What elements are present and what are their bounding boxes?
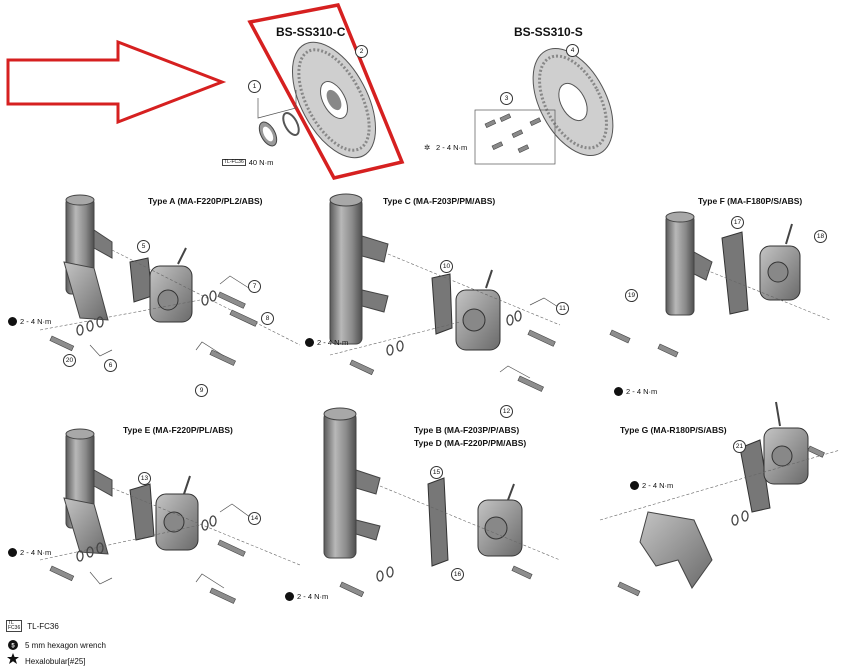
fork-leg-type-f (665, 211, 713, 316)
red-pointer-arrow (6, 39, 227, 125)
type-d-title: Type D (MA-F220P/PM/ABS) (414, 438, 527, 448)
callout-6: 6 (104, 359, 117, 372)
torque-type-a-value: 2 - 4 N·m (20, 317, 52, 326)
type-e-title: Type E (MA-F220P/PL/ABS) (123, 425, 233, 435)
type-a-title: Type A (MA-F220P/PL2/ABS) (148, 196, 263, 206)
callout-7: 7 (248, 280, 261, 293)
washers (76, 290, 749, 582)
callout-3: 3 (500, 92, 513, 105)
torque-type-e-value: 2 - 4 N·m (20, 548, 52, 557)
hex-wrench-icon (285, 592, 294, 601)
fork-leg-type-a (63, 194, 113, 321)
hexagon-wrench-icon (6, 639, 20, 651)
fork-leg-type-e (63, 428, 113, 555)
callout-12: 12 (500, 405, 513, 418)
hex-wrench-icon (630, 481, 639, 490)
torque-type-f: 2 - 4 N·m (614, 387, 657, 396)
caliper-type-e (129, 475, 199, 551)
callout-4: 4 (566, 44, 579, 57)
rotor-bs-ss310-s (474, 47, 614, 165)
frame-mount-type-g (639, 401, 809, 589)
torque-type-c-value: 2 - 4 N·m (317, 338, 349, 347)
callout-11: 11 (556, 302, 569, 315)
type-b-title: Type B (MA-F203P/P/ABS) (414, 425, 520, 435)
type-g-title: Type G (MA-R180P/S/ABS) (620, 425, 727, 435)
caliper-type-b-d (427, 477, 523, 567)
tl-fc36-icon: TL-FC36 (222, 159, 246, 166)
torque-type-b-d: 2 - 4 N·m (285, 592, 328, 601)
red-highlight-frame (247, 3, 405, 181)
group-brackets (89, 275, 567, 589)
torque-lockring-value: 40 N·m (248, 158, 274, 167)
legend-hex-label: 5 mm hexagon wrench (25, 640, 106, 650)
callout-17: 17 (731, 216, 744, 229)
rotor-bs-ss310-c (291, 41, 377, 159)
hex-wrench-icon (305, 338, 314, 347)
legend-hex: 5 mm hexagon wrench (6, 639, 106, 651)
bolt-groups (49, 291, 825, 604)
torque-type-e: 2 - 4 N·m (8, 548, 51, 557)
hex-wrench-icon (8, 317, 17, 326)
leader-lines (39, 249, 841, 566)
callout-2: 2 (355, 45, 368, 58)
fork-leg-type-b-d (323, 407, 381, 559)
torque-rotor-s-value: 2 - 4 N·m (436, 143, 468, 152)
callout-5: 5 (137, 240, 150, 253)
lockring-parts (257, 90, 300, 147)
svg-text:5: 5 (11, 644, 15, 650)
torque-rotor-s: ✲ 2 - 4 N·m (424, 143, 467, 152)
callout-19: 19 (625, 289, 638, 302)
caliper-type-a (129, 247, 193, 323)
callout-18: 18 (814, 230, 827, 243)
torque-type-g: 2 - 4 N·m (630, 481, 673, 490)
tl-fc36-icon-text: TL-FC36 (224, 159, 244, 165)
caliper-type-f (721, 223, 801, 315)
callout-10: 10 (440, 260, 453, 273)
torque-lockring: TL-FC36 40 N·m (222, 158, 273, 167)
rotor-c-title: BS-SS310-C (276, 25, 346, 39)
type-c-title: Type C (MA-F203P/PM/ABS) (383, 196, 496, 206)
hex-wrench-icon (614, 387, 623, 396)
callout-20: 20 (63, 354, 76, 367)
callout-14: 14 (248, 512, 261, 525)
rotor-s-title: BS-SS310-S (514, 25, 583, 39)
callout-1: 1 (248, 80, 261, 93)
legend-hex-icon-shape: 5 (8, 640, 18, 650)
callout-21: 21 (733, 440, 746, 453)
type-f-title: Type F (MA-F180P/S/ABS) (698, 196, 803, 206)
fork-leg-type-c (329, 193, 389, 345)
callout-15: 15 (430, 466, 443, 479)
torque-type-g-value: 2 - 4 N·m (642, 481, 674, 490)
callout-13: 13 (138, 472, 151, 485)
legend-hexalobular: Hexalobular[#25] (6, 655, 85, 667)
hexalobular-legend-icon (6, 655, 20, 667)
hex-wrench-icon (8, 548, 17, 557)
torque-type-b-d-value: 2 - 4 N·m (297, 592, 329, 601)
callout-9: 9 (195, 384, 208, 397)
legend-hexalobular-label: Hexalobular[#25] (25, 656, 86, 666)
callout-16: 16 (451, 568, 464, 581)
legend-tool-label: TL-FC36 (27, 621, 59, 631)
legend-star-icon-shape (7, 653, 19, 664)
torque-type-a: 2 - 4 N·m (8, 317, 51, 326)
torque-type-c: 2 - 4 N·m (305, 338, 348, 347)
callout-8: 8 (261, 312, 274, 325)
caliper-type-c (431, 269, 501, 351)
torque-type-f-value: 2 - 4 N·m (626, 387, 658, 396)
hexalobular-icon: ✲ (424, 143, 431, 152)
